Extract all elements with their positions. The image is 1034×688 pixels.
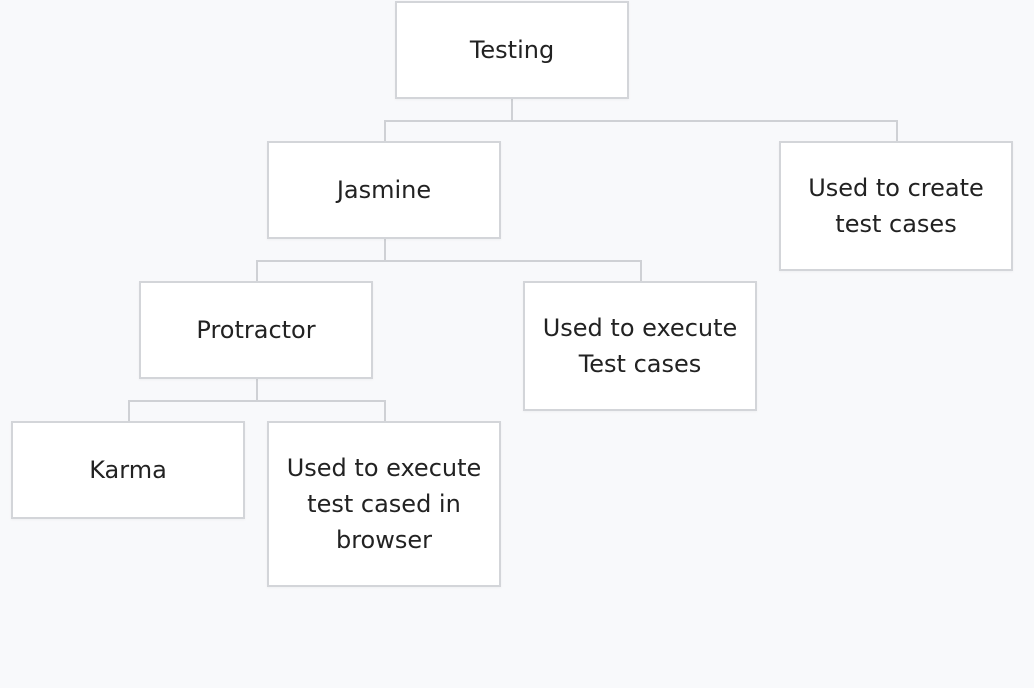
node-protractor[interactable]: Protractor — [139, 281, 373, 379]
node-used-to-execute-label: Used to execute Test cases — [542, 314, 738, 378]
edge-protractor-browser — [257, 400, 386, 421]
node-jasmine-label: Jasmine — [336, 176, 432, 204]
node-used-in-browser-label: Used to execute test cased in browser — [286, 454, 482, 554]
edge-testing-create — [512, 120, 898, 141]
node-used-to-create[interactable]: Used to create test cases — [779, 141, 1013, 271]
node-testing[interactable]: Testing — [395, 1, 629, 99]
edge-testing-jasmine — [384, 99, 513, 141]
node-used-in-browser[interactable]: Used to execute test cased in browser — [267, 421, 501, 587]
edge-jasmine-protractor — [256, 239, 386, 281]
node-karma-label: Karma — [89, 456, 167, 484]
node-protractor-label: Protractor — [196, 316, 316, 344]
node-used-to-execute[interactable]: Used to execute Test cases — [523, 281, 757, 411]
node-testing-label: Testing — [469, 36, 555, 64]
edge-jasmine-execute — [385, 260, 642, 281]
node-jasmine[interactable]: Jasmine — [267, 141, 501, 239]
node-used-to-create-label: Used to create test cases — [808, 174, 984, 238]
node-karma[interactable]: Karma — [11, 421, 245, 519]
edge-protractor-karma — [128, 379, 258, 421]
